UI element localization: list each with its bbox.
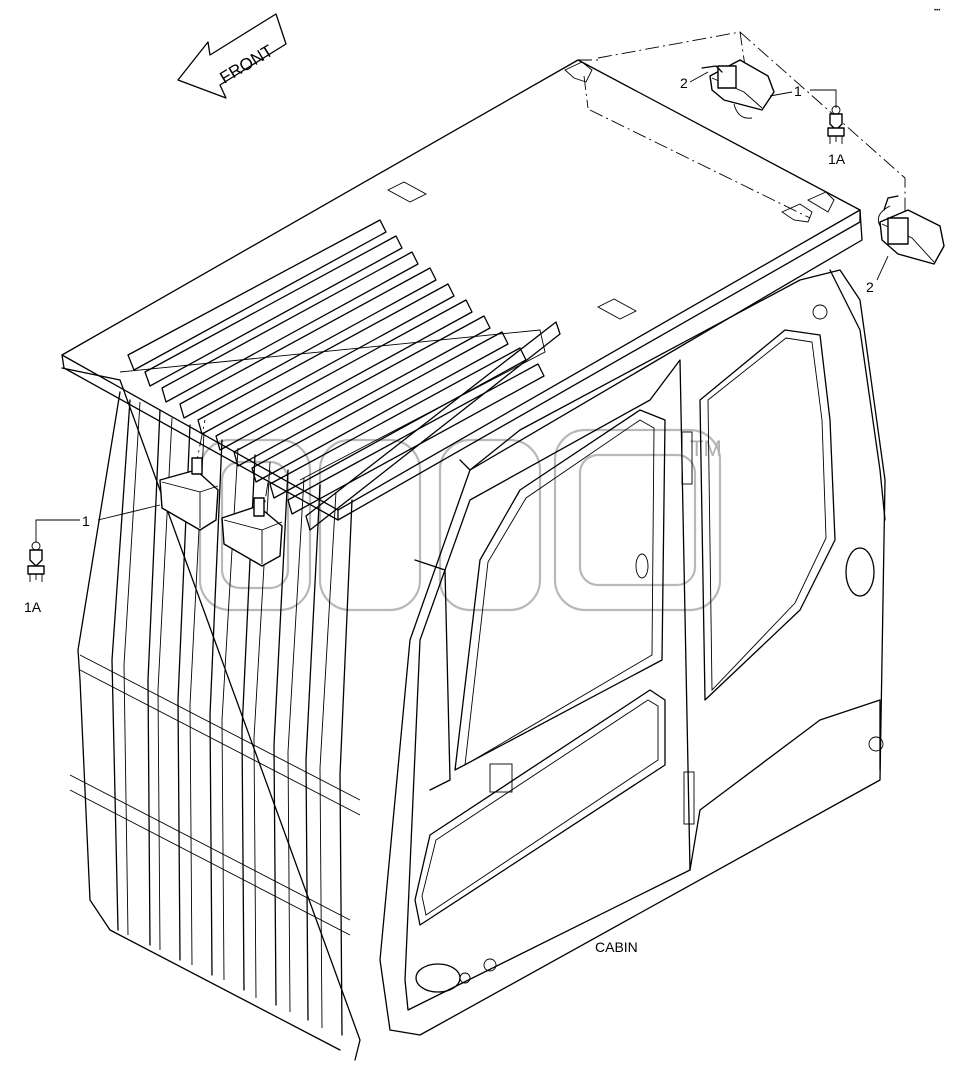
callout-lamp-rear-top: 1 [794,83,802,99]
wire-harness-top [701,65,723,73]
callout-bulb-right: 1A [828,151,846,167]
rear-work-lamp-top [709,59,775,119]
front-guard [61,367,361,1061]
wire-harness-right [883,195,899,211]
watermark-tm: TM [690,436,722,461]
top-guard [119,219,561,531]
bulb-left-icon [27,519,80,582]
roof-edge-beam [459,209,863,471]
rear-work-lamp-right [877,205,945,265]
callout-leader-harness-top [689,71,709,83]
bulb-right-icon [810,89,845,144]
corner-mark: ••• [934,8,940,14]
callout-lamp-front-left: 1 [82,513,90,529]
callout-harness-top: 2 [680,75,688,91]
front-work-lamp-2 [221,497,283,567]
cabin-side [379,269,886,1036]
leader-lines [194,31,906,521]
cabin-label: CABIN [595,939,638,955]
callout-leader-harness-right [876,255,889,281]
front-arrow: FRONT [177,13,287,99]
callout-harness-right: 2 [866,279,874,295]
callout-leader-lamp-top [769,91,793,97]
front-arrow-label: FRONT [217,41,277,87]
callout-bulb-left: 1A [24,599,42,615]
front-work-lamp-1 [159,457,219,531]
callout-leader-lamp-left [97,504,161,521]
watermark: TM [198,428,722,612]
cabin-roof [61,59,861,521]
